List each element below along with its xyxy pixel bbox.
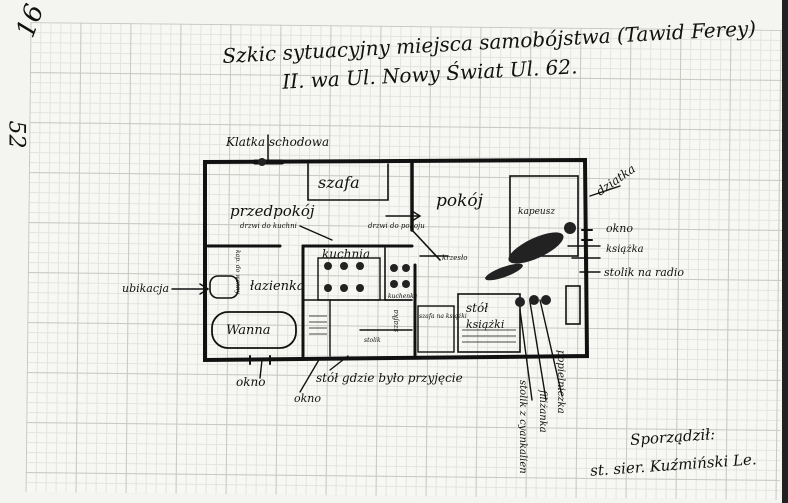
label-vert2: filiżanka: [537, 389, 548, 433]
label-vert3: popielniczka: [555, 350, 566, 414]
label-okno-bottom2: okno: [294, 392, 321, 405]
label-dziatka: dziatka: [594, 162, 638, 199]
label-okno-right: okno: [606, 222, 633, 235]
outer-walls: [203, 157, 590, 363]
label-pokoj: pokój: [436, 191, 484, 211]
label-krzeslo: krzesło: [442, 254, 468, 262]
label-stolik-radio: stolik na radio: [604, 266, 684, 279]
label-kuchnia: kuchnia: [322, 247, 370, 261]
label-vert1: stolik z cyankalien: [517, 380, 528, 474]
label-kuchenka: kuchenka: [388, 293, 418, 300]
label-kap: kap. do wanny: [234, 250, 241, 295]
label-okno-bottom: okno: [236, 375, 265, 389]
label-drzwi-pokoju: drzwi do pokoju: [368, 222, 425, 230]
label-stolik: stolik: [364, 337, 381, 344]
label-ksiazki: książki: [466, 318, 504, 331]
label-wanna: Wanna: [226, 323, 270, 338]
label-szafa-ksiazki: szafa na książki: [419, 313, 467, 320]
arrow-ubikacja: [171, 283, 210, 295]
label-kapeusz: kapeusz: [518, 207, 555, 217]
label-drzwi-kuchni: drzwi do kuchni: [240, 222, 297, 230]
label-szafka: szafka: [392, 310, 400, 332]
label-lazienka: łazienka: [250, 279, 305, 294]
label-stol-gdzie: stół gdzie było przyjęcie: [316, 371, 463, 385]
label-ksiazka: książka: [606, 244, 644, 255]
label-przedpokoj: przedpokój: [230, 202, 315, 220]
label-klatka: Klatka schodowa: [225, 135, 329, 149]
label-ubikacja: ubikacja: [122, 282, 169, 295]
label-stol: stół: [466, 301, 488, 315]
label-szafa: szafa: [318, 173, 360, 192]
scan-edge: [782, 0, 788, 503]
